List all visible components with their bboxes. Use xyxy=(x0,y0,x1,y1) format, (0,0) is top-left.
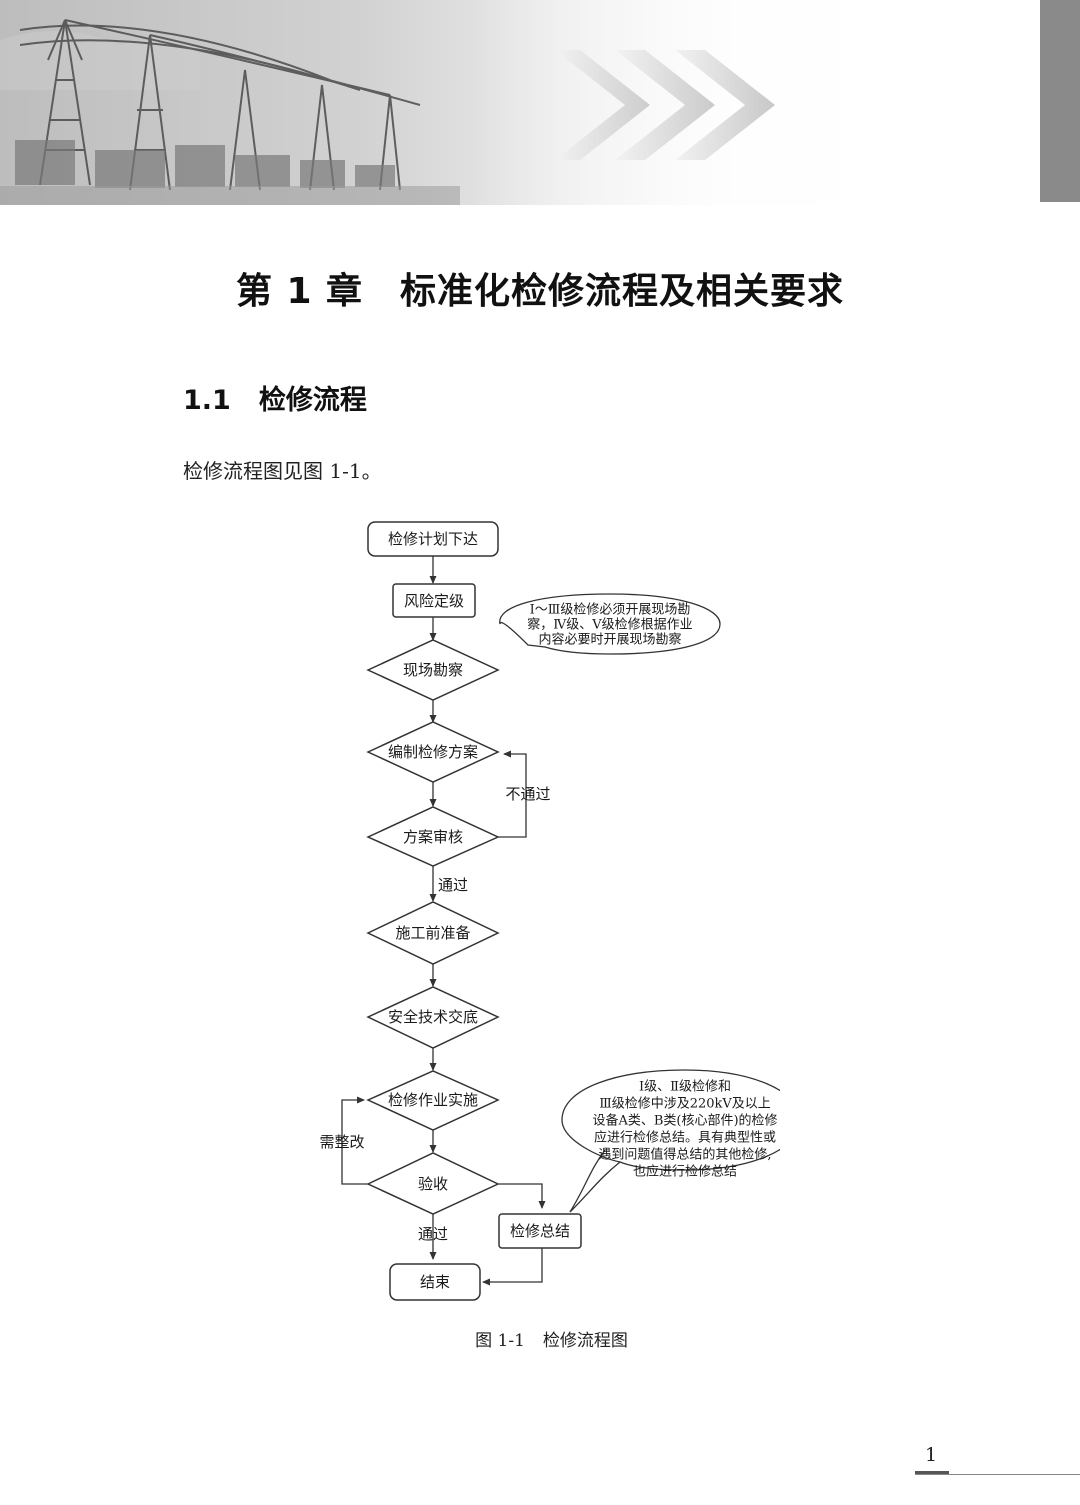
node-end-label: 结束 xyxy=(420,1273,450,1291)
node-implement-label: 检修作业实施 xyxy=(388,1091,478,1109)
node-summary-label: 检修总结 xyxy=(510,1222,570,1240)
summary-note-line: Ⅰ级、Ⅱ级检修和 xyxy=(639,1080,731,1095)
maintenance-flowchart: 检修计划下达 风险定级 现场勘察 编制检修方案 方案审核 施工前准备 安全技术交… xyxy=(300,510,780,1310)
body-paragraph: 检修流程图见图 1-1。 xyxy=(183,455,382,484)
edge-label-pass-review: 通过 xyxy=(438,876,468,894)
node-briefing-label: 安全技术交底 xyxy=(388,1008,478,1026)
summary-note-line: 设备A类、B类(核心部件)的检修 xyxy=(592,1113,777,1129)
edge-label-pass-acceptance: 通过 xyxy=(418,1225,448,1243)
node-risk-label: 风险定级 xyxy=(404,592,464,610)
node-compile-label: 编制检修方案 xyxy=(388,743,478,761)
page-number: 1 xyxy=(925,1444,937,1466)
summary-note-line: 应进行检修总结。具有典型性或 xyxy=(594,1130,776,1146)
chapter-title: 第 1 章 标准化检修流程及相关要求 xyxy=(0,262,1080,314)
node-prepare-label: 施工前准备 xyxy=(395,924,470,942)
node-plan-label: 检修计划下达 xyxy=(388,530,478,548)
node-review-label: 方案审核 xyxy=(403,828,463,846)
node-survey-label: 现场勘察 xyxy=(403,661,463,679)
summary-note-line: Ⅲ级检修中涉及220kV及以上 xyxy=(599,1097,771,1112)
figure-title: 检修流程图 xyxy=(543,1331,628,1351)
edge-label-rectify: 需整改 xyxy=(319,1133,364,1151)
edge-label-fail: 不通过 xyxy=(505,785,550,803)
survey-note-line: 内容必要时开展现场勘察 xyxy=(538,632,681,648)
section-heading: 1.1 检修流程 xyxy=(183,378,367,417)
summary-note-line: 遇到问题值得总结的其他检修, xyxy=(598,1147,771,1163)
chapter-banner-image xyxy=(0,0,1080,205)
node-acceptance-label: 验收 xyxy=(418,1175,448,1193)
section-number: 1.1 xyxy=(183,385,231,416)
footer-rule xyxy=(915,1474,1080,1475)
figure-number: 图 1-1 xyxy=(475,1331,525,1351)
section-title: 检修流程 xyxy=(259,385,367,416)
survey-note-line: Ⅰ～Ⅲ级检修必须开展现场勘 xyxy=(530,603,691,618)
survey-note-line: 察，Ⅳ级、Ⅴ级检修根据作业 xyxy=(527,618,692,633)
summary-note-line: 也应进行检修总结 xyxy=(633,1164,737,1180)
figure-caption: 图 1-1 检修流程图 xyxy=(0,1326,1080,1351)
